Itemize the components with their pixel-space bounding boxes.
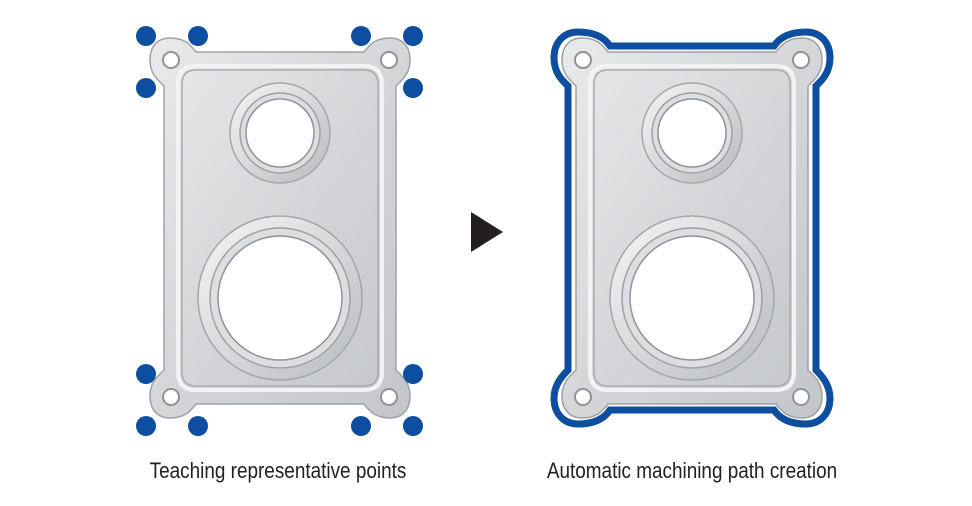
teaching-point-dot bbox=[351, 416, 371, 436]
machining-path-outline bbox=[550, 28, 834, 428]
caption-teaching-points: Teaching representative points bbox=[149, 458, 407, 483]
teaching-point-dot bbox=[403, 26, 423, 46]
teaching-point-dot bbox=[403, 78, 423, 98]
teaching-point-dot bbox=[136, 416, 156, 436]
teaching-point-dot bbox=[403, 364, 423, 384]
gasket-plate-image-right bbox=[560, 36, 824, 420]
teaching-point-dot bbox=[136, 78, 156, 98]
teaching-point-dot bbox=[188, 416, 208, 436]
teaching-points bbox=[136, 26, 423, 436]
teaching-point-dot bbox=[188, 26, 208, 46]
right-arrow-icon bbox=[471, 212, 503, 252]
left-panel bbox=[136, 26, 423, 436]
caption-machining-path: Automatic machining path creation bbox=[546, 458, 838, 483]
teaching-point-dot bbox=[403, 416, 423, 436]
teaching-point-dot bbox=[351, 26, 371, 46]
gasket-plate-image-left bbox=[148, 36, 412, 420]
teaching-point-dot bbox=[136, 364, 156, 384]
teaching-point-dot bbox=[136, 26, 156, 46]
right-panel bbox=[550, 28, 834, 428]
